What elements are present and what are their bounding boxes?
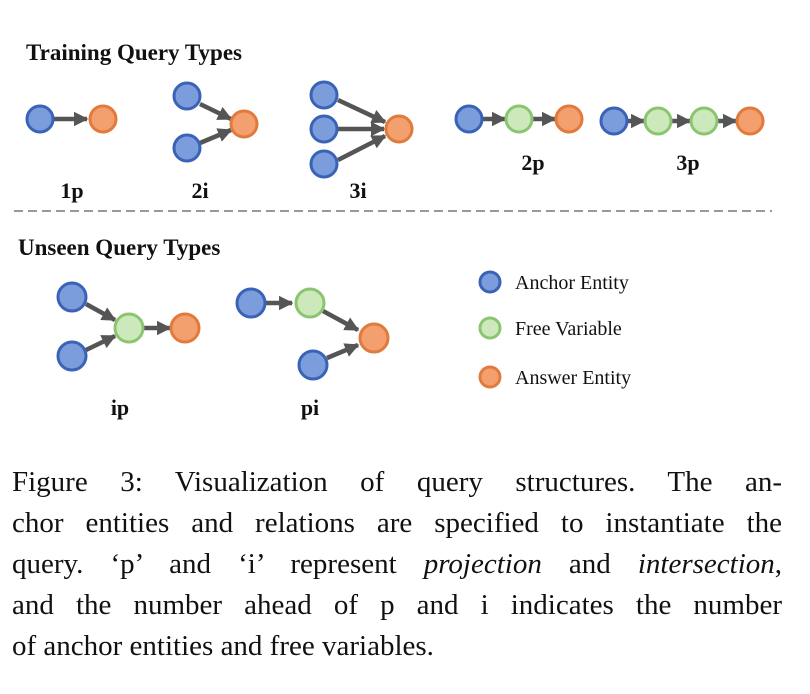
edge xyxy=(85,333,117,353)
caption-line: of anchor entities and free variables. xyxy=(12,630,434,662)
query-label-2i: 2i xyxy=(191,178,208,203)
query-label-pi: pi xyxy=(301,395,319,420)
edge xyxy=(321,309,360,332)
query-structures-figure: Training Query Types 1p 2i 3i 2p xyxy=(14,40,772,420)
legend: Anchor Entity Free Variable Answer Entit… xyxy=(478,270,631,389)
query-label-ip: ip xyxy=(111,395,129,420)
anchor-node xyxy=(172,133,202,163)
query-3i: 3i xyxy=(309,80,414,203)
anchor-node xyxy=(297,349,329,381)
figure-caption: Figure 3: Visualization of query structu… xyxy=(12,462,782,667)
edge xyxy=(199,101,233,122)
anchor-node xyxy=(454,104,484,134)
anchor-node xyxy=(309,149,339,179)
anchor-node xyxy=(172,81,202,111)
training-section-title: Training Query Types xyxy=(26,40,242,65)
caption-line: Figure 3: Visualization of query structu… xyxy=(12,466,782,498)
anchor-node xyxy=(309,114,339,144)
caption-emphasis: projection xyxy=(423,548,542,580)
query-label-1p: 1p xyxy=(60,178,83,203)
answer-node xyxy=(358,322,390,354)
anchor-node xyxy=(235,287,267,319)
legend-answer-swatch xyxy=(478,365,502,389)
anchor-node xyxy=(599,106,629,136)
legend-free-label: Free Variable xyxy=(515,318,622,340)
free-variable-node xyxy=(294,287,326,319)
legend-anchor-label: Anchor Entity xyxy=(515,272,629,294)
answer-node xyxy=(88,104,118,134)
query-label-2p: 2p xyxy=(521,150,544,175)
query-label-3i: 3i xyxy=(349,178,366,203)
query-2i: 2i xyxy=(172,81,259,203)
free-variable-node xyxy=(504,104,534,134)
edge xyxy=(199,127,233,146)
answer-node xyxy=(554,104,584,134)
edge xyxy=(337,97,387,125)
legend-answer-label: Answer Entity xyxy=(515,367,631,389)
anchor-node xyxy=(309,80,339,110)
caption-text: , xyxy=(774,548,783,580)
query-1p: 1p xyxy=(25,104,118,203)
query-3p: 3p xyxy=(599,106,765,175)
free-variable-node xyxy=(689,106,719,136)
query-2p: 2p xyxy=(454,104,584,175)
caption-line: and the number ahead of p and i indicate… xyxy=(12,589,782,621)
legend-free-swatch xyxy=(478,316,502,340)
caption-line: chor entities and relations are specifie… xyxy=(12,507,782,539)
query-pi: pi xyxy=(235,287,390,420)
free-variable-node xyxy=(113,312,145,344)
answer-node xyxy=(735,106,765,136)
answer-node xyxy=(384,114,414,144)
legend-anchor-swatch xyxy=(478,270,502,294)
edge xyxy=(326,342,360,361)
caption-line: query. ‘p’ and ‘i’ represent projection … xyxy=(12,544,782,585)
anchor-node xyxy=(56,340,88,372)
answer-node xyxy=(229,109,259,139)
answer-node xyxy=(169,312,201,344)
edge xyxy=(336,133,387,163)
caption-emphasis: intersection xyxy=(637,548,775,580)
free-variable-node xyxy=(643,106,673,136)
caption-text: and xyxy=(541,548,638,580)
unseen-section-title: Unseen Query Types xyxy=(18,235,220,260)
query-label-3p: 3p xyxy=(676,150,699,175)
anchor-node xyxy=(25,104,55,134)
edge xyxy=(84,302,117,322)
caption-text: query. ‘p’ and ‘i’ represent xyxy=(12,548,424,580)
anchor-node xyxy=(56,281,88,313)
query-ip: ip xyxy=(56,281,201,420)
